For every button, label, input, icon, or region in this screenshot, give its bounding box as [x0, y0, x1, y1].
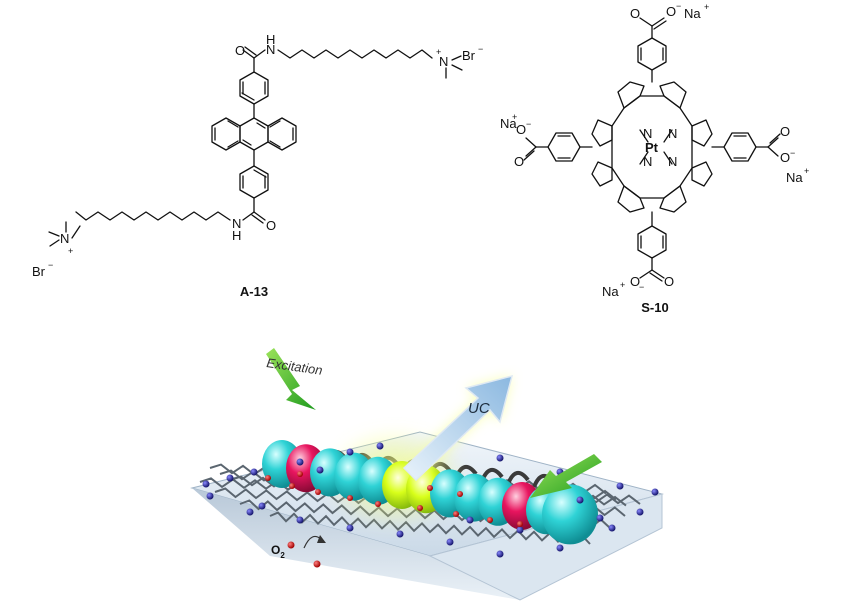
s10-na-left: Na [500, 116, 517, 131]
s10-o-right-a: O [780, 124, 790, 139]
excitation-arrow-top [266, 348, 316, 410]
a13-charge-top: + [436, 47, 441, 57]
ammonium-dot [516, 526, 524, 534]
a13-amide-h-bottom: H [232, 228, 241, 243]
oxygen-dot [453, 511, 459, 517]
molecule-a13: O N H N + Br − O N H N + Br − A-13 [32, 32, 483, 299]
a13-oxygen-bottom: O [266, 218, 276, 233]
linker-loop [506, 471, 530, 485]
s10-na-charge-bottom: + [620, 280, 625, 290]
s10-o-charge-right: − [790, 148, 795, 158]
oxygen-dot [487, 517, 493, 523]
s10-label: S-10 [641, 300, 668, 315]
ammonium-dot [246, 508, 254, 516]
s10-na-right: Na [786, 170, 803, 185]
ammonium-dot [636, 508, 644, 516]
annihilator-ellipsoid [542, 484, 598, 545]
ammonium-dot [346, 448, 354, 456]
oxygen-arrowhead [317, 535, 326, 543]
headgroup-dots [202, 442, 659, 558]
ammonium-dot [596, 514, 604, 522]
oxygen-dot [375, 501, 381, 507]
ammonium-dot [576, 496, 584, 504]
s10-na-bottom: Na [602, 284, 619, 299]
ammonium-dot [226, 474, 234, 482]
oxygen-dot [347, 495, 353, 501]
ammonium-dot [376, 442, 384, 450]
s10-o-bot-a: O [630, 274, 640, 289]
ammonium-dot [396, 530, 404, 538]
ammonium-dot [608, 524, 616, 532]
ammonium-dot [316, 466, 324, 474]
oxygen-dot [427, 485, 433, 491]
s10-o-left-a: O [516, 122, 526, 137]
ammonium-dot [296, 516, 304, 524]
a13-bromide-top: Br [462, 48, 476, 63]
s10-na-charge-left: + [512, 112, 517, 122]
oxygen-dot [417, 505, 423, 511]
a13-amide-n-top: N [266, 42, 275, 57]
platform-front [192, 488, 520, 600]
oxygen-dot [457, 491, 463, 497]
s10-na-charge-top: + [704, 2, 709, 12]
oxygen-dot [297, 471, 303, 477]
s10-platinum: Pt [645, 140, 659, 155]
oxygen-dot [289, 483, 295, 489]
ammonium-dot [202, 480, 210, 488]
a13-bromide-charge-bottom: − [48, 260, 53, 270]
a13-oxygen-top: O [235, 43, 245, 58]
s10-o-right-b: O [780, 150, 790, 165]
s10-bonds [523, 17, 781, 282]
oxygen-label: O2 [271, 543, 285, 560]
ammonium-dot [496, 550, 504, 558]
ammonium-dot [346, 524, 354, 532]
excitation-label: Excitation [266, 355, 324, 378]
s10-n-2: N [668, 126, 677, 141]
s10-o-bot-b: O [664, 274, 674, 289]
oxygen-dot [265, 475, 271, 481]
a13-bonds [48, 46, 463, 247]
oxygen-dot [517, 521, 523, 527]
s10-o-left-b: O [514, 154, 524, 169]
s10-n-1: N [643, 126, 652, 141]
ammonium-dot [296, 458, 304, 466]
a13-amide-n-bottom: N [232, 216, 241, 231]
ammonium-dot [496, 454, 504, 462]
ammonium-dot [616, 482, 624, 490]
uc-arrow [402, 374, 514, 482]
ammonium-dot [556, 544, 564, 552]
ammonium-dot [258, 502, 266, 510]
s10-na-charge-right: + [804, 166, 809, 176]
ammonium-dot [651, 488, 659, 496]
molecule-s10: N N N N Pt O O − Na + O − O Na + O O − N… [500, 1, 809, 315]
s10-n-4: N [668, 154, 677, 169]
a13-ammonium-bottom: N [60, 231, 69, 246]
ammonium-dot [466, 516, 474, 524]
s10-o-top-a: O [630, 6, 640, 21]
uc-label: UC [468, 400, 490, 417]
oxygen-dot [315, 489, 321, 495]
a13-ammonium-top: N [439, 54, 448, 69]
a13-label: A-13 [240, 284, 268, 299]
excitation-arrow-right [530, 454, 602, 498]
a13-amide-h-top: H [266, 32, 275, 47]
ammonium-dot [206, 492, 214, 500]
a13-bromide-bottom: Br [32, 264, 46, 279]
s10-o-charge-bot: − [639, 282, 644, 292]
ammonium-dot [250, 468, 258, 476]
s10-na-top: Na [684, 6, 701, 21]
assembly-scheme: UC Excitation O2 [190, 348, 664, 601]
alkyl-chain [269, 511, 591, 545]
oxygen-dot-a [287, 541, 295, 549]
a13-charge-bottom: + [68, 246, 73, 256]
s10-n-3: N [643, 154, 652, 169]
oxygen-dot-b [313, 560, 321, 568]
a13-bromide-charge-top: − [478, 44, 483, 54]
ammonium-dot [446, 538, 454, 546]
s10-o-top-b: O [666, 4, 676, 19]
s10-o-charge-top: − [676, 1, 681, 11]
s10-o-charge-left: − [526, 119, 531, 129]
